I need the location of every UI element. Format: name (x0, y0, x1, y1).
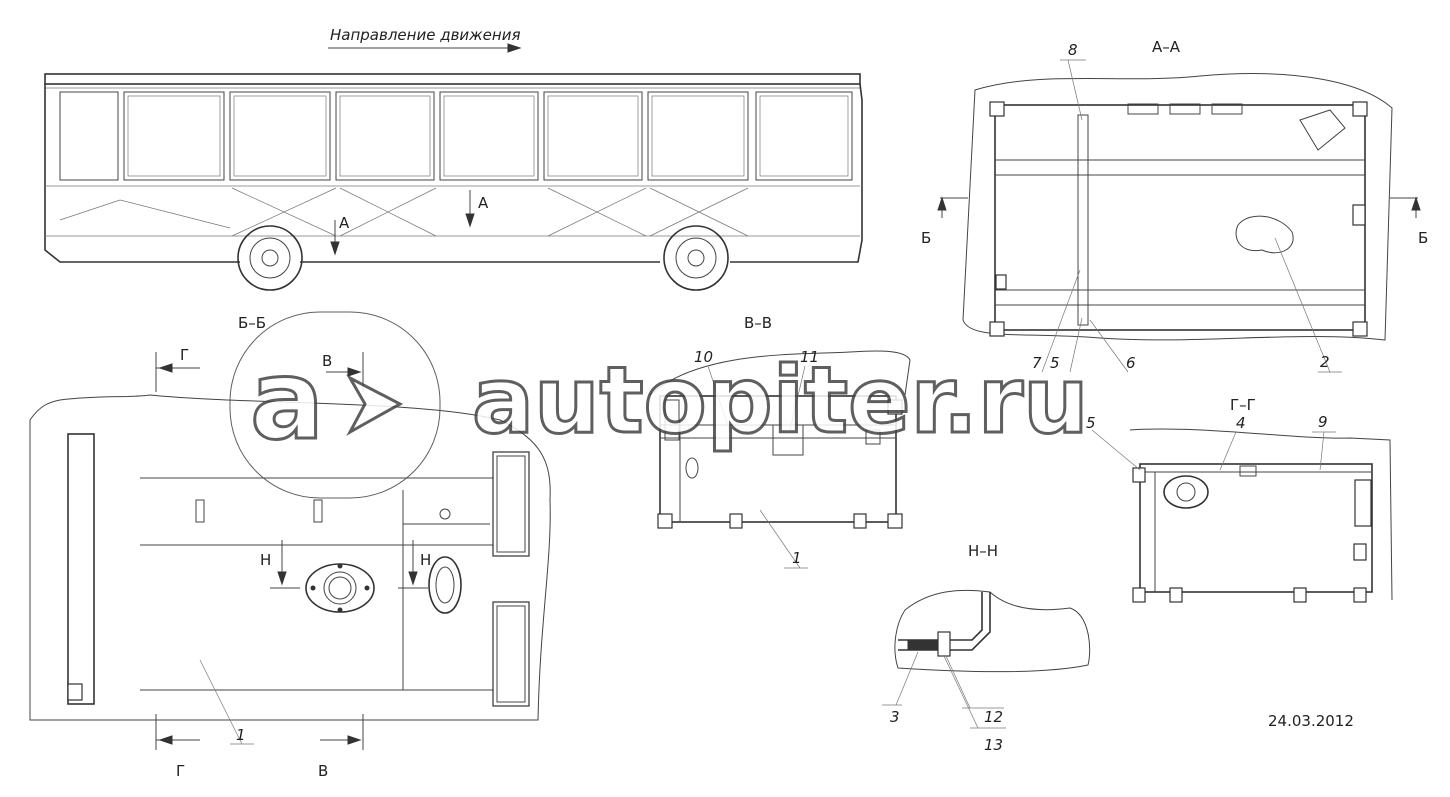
cut-mark-a-2: А (339, 214, 350, 232)
filler-flange (305, 563, 375, 613)
section-vv-title: В–В (744, 314, 772, 332)
cut-mark-v-bottom: В (318, 762, 328, 780)
section-vv: В–В 1 10 11 (649, 314, 911, 569)
section-nn-title: Н–Н (968, 542, 998, 560)
cut-mark-n-right: Н (420, 551, 431, 569)
callout-2: 2 (1320, 353, 1330, 371)
callout-8: 8 (1068, 41, 1078, 59)
cut-arrow-icon (158, 363, 173, 373)
cut-arrow-icon (408, 571, 418, 586)
section-aa-title: А–А (1152, 38, 1181, 56)
direction-indicator: Направление движения (328, 26, 522, 53)
cut-mark-a: А (478, 194, 489, 212)
cut-arrow-icon (1411, 196, 1421, 211)
callout-1-vv: 1 (792, 549, 802, 567)
bus-side-view: А А (44, 73, 863, 291)
cut-mark-b-left: Б (921, 229, 931, 247)
drawing-date: 24.03.2012 (1268, 712, 1354, 730)
callout-12: 12 (984, 708, 1003, 726)
cut-arrow-icon (937, 196, 947, 211)
cut-arrow-icon (465, 213, 475, 228)
callout-7: 7 (1032, 354, 1042, 372)
callout-3: 3 (890, 708, 900, 726)
cut-arrow-icon (347, 367, 362, 377)
cut-mark-g-top: Г (180, 346, 189, 364)
direction-arrow-icon (507, 43, 522, 53)
rear-wheel (663, 225, 729, 291)
section-gg: Г–Г 5 4 9 (1086, 396, 1393, 603)
direction-label: Направление движения (330, 26, 520, 44)
cut-arrow-icon (277, 571, 287, 586)
cut-mark-b-right: Б (1418, 229, 1428, 247)
section-aa: А–А Б Б 8 7 5 6 (921, 38, 1428, 373)
section-bb: Б–Б Н Н (29, 314, 551, 780)
cut-mark-n-left: Н (260, 551, 271, 569)
callout-10: 10 (694, 348, 713, 366)
cut-mark-g-bottom: Г (176, 762, 185, 780)
front-wheel (237, 225, 303, 291)
cut-arrow-icon (158, 735, 173, 745)
callout-5-gg: 5 (1086, 414, 1096, 432)
watermark-site: autopiter.ru (472, 347, 1089, 454)
callout-1-bb: 1 (236, 726, 246, 744)
cut-arrow-icon (347, 735, 362, 745)
callout-9: 9 (1318, 413, 1328, 431)
watermark-arrow-icon (346, 374, 404, 436)
callout-11: 11 (800, 348, 819, 366)
watermark-logo: a (250, 336, 324, 464)
section-gg-title: Г–Г (1230, 396, 1256, 414)
watermark: a autopiter.ru (229, 311, 1090, 499)
callout-13: 13 (984, 736, 1003, 754)
callout-4: 4 (1236, 414, 1246, 432)
callout-5: 5 (1050, 354, 1060, 372)
cut-mark-v-top: В (322, 352, 332, 370)
callout-6: 6 (1126, 354, 1136, 372)
section-bb-title: Б–Б (238, 314, 266, 332)
section-nn: Н–Н 3 12 13 (882, 542, 1091, 754)
cut-arrow-icon (330, 241, 340, 256)
